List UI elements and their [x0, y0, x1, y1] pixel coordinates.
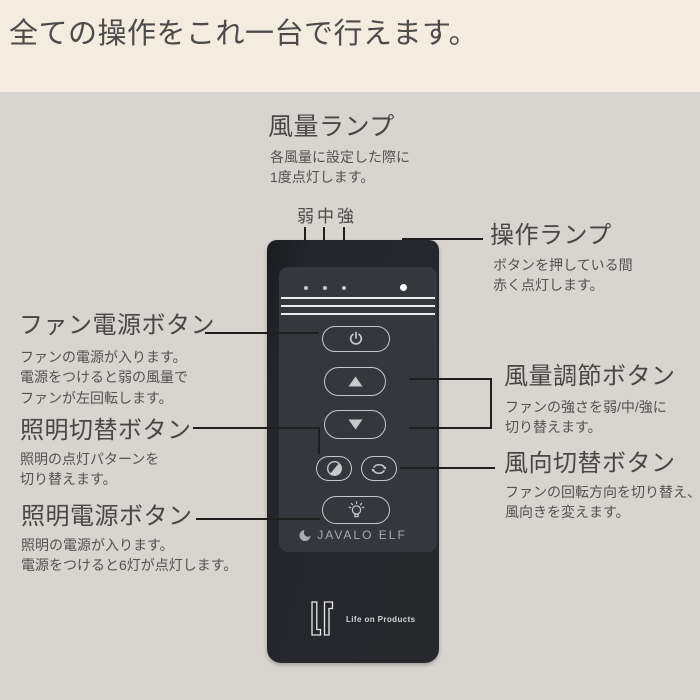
callout-line-airflow-bracket — [490, 378, 492, 429]
direction-button — [361, 456, 397, 481]
arrow-down-icon — [348, 419, 363, 430]
airflow-heading: 風量調節ボタン — [504, 363, 676, 390]
speed-lamp-weak — [304, 286, 308, 290]
speed-labels: 弱中強 — [297, 202, 357, 227]
fan-power-button — [322, 326, 390, 352]
op-lamp-desc: ボタンを押している間 赤く点灯します。 — [493, 257, 633, 294]
arrow-up-icon — [348, 376, 363, 387]
fan-power-heading: ファン電源ボタン — [19, 312, 215, 339]
speed-label-weak: 弱 — [297, 207, 314, 226]
operation-lamp — [400, 284, 407, 291]
maker-name-text: Life on Products — [346, 614, 416, 624]
light-power-heading: 照明電源ボタン — [21, 503, 193, 530]
callout-line-op-lamp-h — [402, 238, 483, 240]
fan-lamp-desc: 各風量に設定した際に 1度点灯します。 — [270, 149, 410, 186]
light-power-button — [322, 496, 390, 524]
callout-line-airflow-bottom — [409, 427, 492, 429]
crescent-logo-icon — [299, 528, 313, 542]
speed-down-button — [324, 410, 386, 439]
light-toggle-desc: 照明の点灯パターンを 切り替えます。 — [20, 451, 160, 488]
decor-stripe — [281, 305, 435, 307]
lp-monogram-icon — [308, 600, 334, 638]
brand-logo-row: JAVALO ELF — [267, 528, 439, 542]
brand-logo-text: JAVALO ELF — [317, 528, 407, 542]
callout-line-fan-power — [205, 332, 319, 334]
page-title: 全ての操作をこれ一台で行えます。 — [9, 18, 479, 50]
light-toggle-button — [316, 456, 352, 481]
maker-logo-row: Life on Products — [308, 600, 416, 638]
callout-line-direction — [400, 467, 495, 469]
decor-stripe — [281, 297, 435, 299]
power-icon — [348, 331, 364, 347]
half-moon-contrast-icon — [326, 460, 343, 477]
speed-label-mid: 中 — [317, 207, 334, 226]
bulb-icon — [348, 501, 365, 519]
light-power-desc: 照明の電源が入ります。 電源をつけると6灯が点灯します。 — [21, 537, 238, 574]
speed-lamp-strong — [342, 286, 346, 290]
direction-heading: 風向切替ボタン — [504, 450, 676, 477]
speed-label-strong: 強 — [337, 207, 354, 226]
airflow-desc: ファンの強さを弱/中/強に 切り替えます。 — [505, 399, 667, 436]
op-lamp-heading: 操作ランプ — [490, 222, 612, 249]
speed-lamp-mid — [323, 286, 327, 290]
light-toggle-heading: 照明切替ボタン — [20, 417, 192, 444]
decor-stripe — [281, 313, 435, 315]
remote-control: JAVALO ELF Life on Products — [267, 240, 439, 663]
speed-up-button — [324, 367, 386, 396]
callout-line-light-power — [196, 518, 320, 520]
cycle-arrows-icon — [370, 462, 388, 476]
callout-line-light-toggle-h — [193, 427, 320, 429]
fan-lamp-heading: 風量ランプ — [268, 113, 395, 141]
direction-desc: ファンの回転方向を切り替え、 風向きを変えます。 — [505, 484, 700, 521]
fan-power-desc: ファンの電源が入ります。 電源をつけると弱の風量で ファンが左回転します。 — [20, 349, 188, 406]
callout-line-airflow-top — [409, 378, 492, 380]
callout-line-light-toggle-v — [318, 427, 320, 454]
